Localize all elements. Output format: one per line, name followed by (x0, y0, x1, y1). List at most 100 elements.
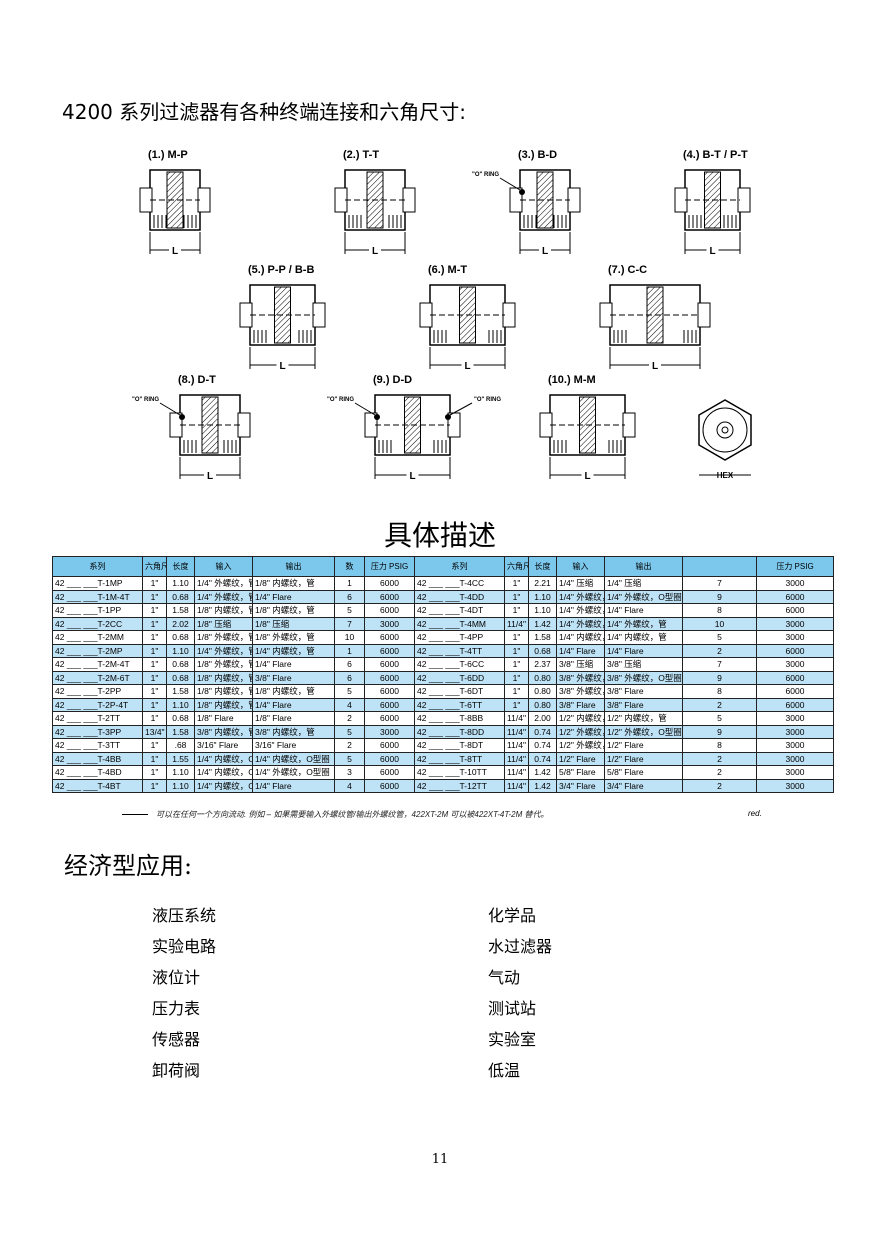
table-cell: 1.55 (166, 751, 195, 766)
table-cell: 2.00 (528, 711, 557, 726)
table-cell: 5 (682, 630, 757, 645)
table-cell: 1/8" 内螺纹，管 (194, 603, 253, 618)
fitting-label: (8.) D-T (178, 374, 216, 386)
table-cell: 42 ___ ___T-4PP (414, 630, 505, 645)
table-cell: 2.02 (166, 616, 195, 631)
table-cell: 6000 (756, 603, 834, 618)
table-cell: 1/4" Flare (252, 778, 335, 793)
table-cell: 1/8" 内螺纹，管 (252, 684, 335, 699)
table-cell: 1/4" 外螺纹，管 (194, 589, 253, 604)
table-cell: 0.68 (528, 643, 557, 658)
length-dimension-label: L (172, 246, 178, 257)
table-cell: 6 (334, 589, 365, 604)
table-cell: 1.58 (166, 603, 195, 618)
table-cell: 42 ___ ___T-4DD (414, 589, 505, 604)
table-cell: 11/4" (504, 724, 529, 739)
table-cell: 1/4" Flare (252, 697, 335, 712)
table-cell: 42 ___ ___T-2CC (52, 616, 143, 631)
fitting-label: (10.) M-M (548, 374, 596, 386)
table-cell: 1/8" 内螺纹，管 (194, 697, 253, 712)
fitting-label: (4.) B-T / P-T (683, 149, 748, 161)
fitting-diagram: (1.) M-PL(2.) T-TL(3.) B-DL"O" RING(4.) … (132, 149, 752, 482)
table-cell: 42 ___ ___T-1MP (52, 576, 143, 591)
table-cell: 42 ___ ___T-6CC (414, 657, 505, 672)
table-cell: 1/2" Flare (604, 751, 683, 766)
table-cell: 42 ___ ___T-4BT (52, 778, 143, 793)
table-cell: 42 ___ ___T-3PP (52, 724, 143, 739)
table-cell: 1" (142, 616, 167, 631)
application-item: 液位计 (152, 968, 201, 987)
table-header-cell: 长度 (166, 556, 195, 577)
table-cell: 3/8" 外螺纹，O型圈 (556, 670, 605, 685)
table-cell: .68 (166, 738, 195, 753)
table-cell: 1.42 (528, 616, 557, 631)
table-cell: 11/4" (504, 778, 529, 793)
table-cell: 7 (334, 616, 365, 631)
table-cell: 6000 (756, 684, 834, 699)
length-dimension-label: L (584, 471, 590, 482)
table-cell: 1" (142, 778, 167, 793)
table-cell: 1" (142, 751, 167, 766)
table-cell: 1/2" 外螺纹，O型圈 (556, 738, 605, 753)
application-item: 卸荷阀 (152, 1061, 201, 1080)
table-cell: 3000 (364, 724, 415, 739)
o-ring-callout: "O" RING (132, 397, 159, 403)
table-cell: 42 ___ ___T-3TT (52, 738, 143, 753)
table-cell: 8 (682, 684, 757, 699)
table-cell: 42 ___ ___T-10TT (414, 765, 505, 780)
table-cell: 0.74 (528, 751, 557, 766)
fitting-label: (9.) D-D (373, 374, 412, 386)
table-cell: 42 ___ ___T-4MM (414, 616, 505, 631)
table-cell: 0.68 (166, 589, 195, 604)
table-cell: 1.10 (166, 765, 195, 780)
table-header-cell: 压力 PSIG (364, 556, 415, 577)
table-cell: 1" (142, 589, 167, 604)
table-cell: 1.10 (166, 697, 195, 712)
table-cell: 6000 (364, 751, 415, 766)
table-cell: 3/8" 外螺纹，O型圈 (604, 670, 683, 685)
table-cell: 3/4" Flare (604, 778, 683, 793)
table-cell: 1.10 (528, 603, 557, 618)
application-item: 传感器 (152, 1030, 201, 1049)
table-cell: 42 ___ ___T-2MP (52, 643, 143, 658)
fitting-drawing: (5.) P-P / B-BL (239, 264, 326, 372)
table-cell: 8 (682, 738, 757, 753)
table-cell: 42 ___ ___T-4CC (414, 576, 505, 591)
table-cell: 1/8" Flare (252, 711, 335, 726)
length-dimension-label: L (464, 361, 470, 372)
length-dimension-label: L (207, 471, 213, 482)
table-cell: 3/8" Flare (604, 684, 683, 699)
table-cell: 3/8" 内螺纹，管 (252, 724, 335, 739)
fitting-drawing: (3.) B-DL"O" RING (472, 149, 581, 257)
application-item: 实验室 (488, 1030, 537, 1049)
table-cell: 1.10 (528, 589, 557, 604)
table-cell: 3/16" Flare (194, 738, 253, 753)
table-cell: 1" (142, 711, 167, 726)
table-cell: 5 (334, 603, 365, 618)
table-cell: 1" (142, 630, 167, 645)
fitting-drawing: (8.) D-T L "O" RING (132, 374, 251, 482)
fitting-label: (7.) C-C (608, 264, 647, 276)
table-header-cell: 输入 (556, 556, 605, 577)
table-cell: 6 (334, 657, 365, 672)
table-cell: 4 (334, 697, 365, 712)
table-cell: 1.42 (528, 765, 557, 780)
table-cell: 9 (682, 724, 757, 739)
table-cell: 1" (142, 738, 167, 753)
table-cell: 10 (334, 630, 365, 645)
table-cell: 42 ___ ___T-2MM (52, 630, 143, 645)
table-cell: 1/4" 内螺纹，O型圈 (252, 751, 335, 766)
table-cell: 3/16" Flare (252, 738, 335, 753)
table-cell: 6000 (364, 778, 415, 793)
table-cell: 0.68 (166, 630, 195, 645)
table-cell: 3000 (756, 724, 834, 739)
table-cell: 1/2" 内螺纹，管 (604, 711, 683, 726)
table-cell: 2 (334, 738, 365, 753)
table-cell: 42 ___ ___T-2M-6T (52, 670, 143, 685)
table-cell: 42 ___ ___T-8DD (414, 724, 505, 739)
length-dimension-label: L (652, 361, 658, 372)
